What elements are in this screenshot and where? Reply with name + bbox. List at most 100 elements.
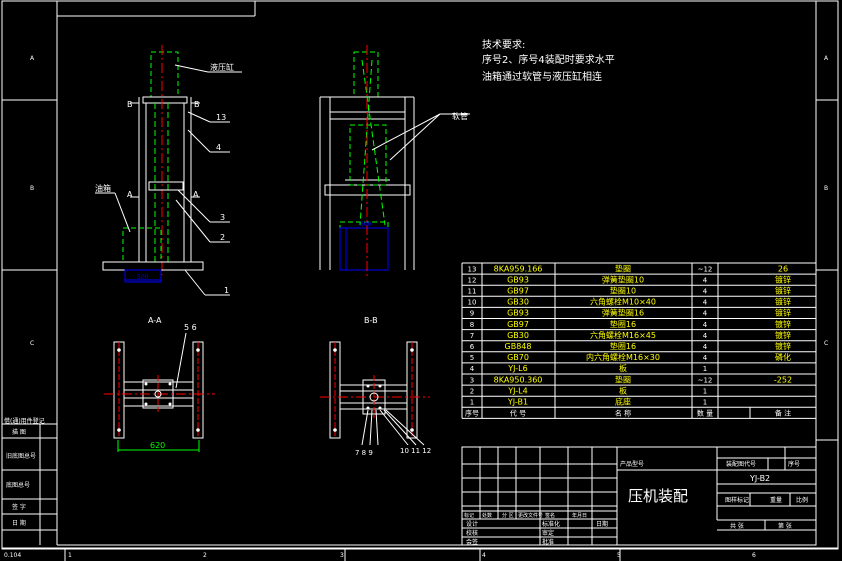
bom-header-qty: 数 量 (697, 409, 713, 418)
bom-cell-qty: 1 (703, 399, 707, 407)
corner-code: 0.104 (4, 552, 21, 559)
bom-header-name: 名 称 (615, 409, 631, 418)
bom-cell-qty: 1 (703, 387, 707, 395)
bom-cell-note: 镀锌 (775, 341, 791, 351)
bom-cell-note: 镀锌 (775, 286, 791, 296)
rev-label-mark: 标记 (464, 512, 474, 519)
sheet-label: 第 张 (778, 522, 792, 530)
bom-cell-no: 10 (468, 299, 477, 307)
bom-cell-note: 镀锌 (775, 319, 791, 329)
dim-500-side: 500 (360, 221, 372, 228)
bom-cell-note: 镀锌 (775, 330, 791, 340)
bom-header-code: 代 号 (510, 409, 526, 418)
bom-cell-qty: ~12 (698, 376, 713, 384)
left-zone-b: B (30, 185, 34, 192)
sign-standard: 标准化 (542, 520, 560, 528)
title-block (461, 446, 817, 546)
callout-13: 13 (216, 113, 226, 122)
rev-label-date: 年月日 (572, 512, 587, 519)
bom-cell-qty: 4 (703, 354, 708, 362)
bom-cell-no: 6 (470, 343, 475, 351)
rev-label-zone: 分 区 (502, 512, 514, 519)
bom-cell-name: 垫圈 (615, 263, 631, 273)
left-zone-c: C (30, 340, 34, 347)
bom-cell-note: 镀锌 (775, 274, 791, 284)
right-zone-b: B (824, 185, 828, 192)
tech-req-line-2: 油箱通过软管与液压缸相连 (482, 70, 602, 83)
total-sheets-label: 共 张 (730, 522, 744, 530)
bom-header-no: 序号 (465, 409, 479, 418)
callout-cylinder: 液压缸 (210, 62, 234, 72)
left-zone-a: A (30, 55, 35, 62)
scale-label: 比例 (796, 496, 808, 504)
strip-label-register: 借(通)用件登记 (4, 417, 45, 425)
bom-cell-name: 内六角螺栓M16×30 (586, 352, 660, 362)
sign-date: 日期 (596, 520, 608, 528)
tech-req-heading: 技术要求: (482, 38, 525, 51)
sign-approve: 批准 (542, 538, 554, 546)
section-b-right: B (194, 100, 200, 109)
front-view: 液压缸 13 4 3 2 1 油箱 B B A A 500 (95, 45, 242, 296)
bottom-zone-4: 4 (482, 552, 486, 559)
bom-cell-note: 26 (778, 264, 788, 273)
strip-label-old-no: 旧底图总号 (6, 452, 36, 460)
bom-cell-name: 弹簧垫圈10 (602, 274, 644, 284)
bom-cell-code: YJ-B1 (507, 398, 528, 407)
bom-cell-code: GB93 (507, 309, 529, 318)
side-view: 软管 500 (319, 45, 470, 278)
bom-cell-no: 3 (470, 376, 474, 384)
section-b-b: B-B 7 8 9 10 11 12 (320, 316, 431, 457)
bom-cell-no: 9 (470, 310, 474, 318)
sign-countersign: 会签 (466, 538, 478, 546)
section-bb-title: B-B (364, 316, 378, 325)
section-a-a: A-A 5 6 620 (104, 316, 215, 452)
right-zones: A B C (824, 55, 829, 347)
bom-cell-name: 底座 (615, 397, 631, 407)
left-strip: 借(通)用件登记 描 图 旧底图总号 底图总号 签 字 日 期 A B C 0.… (4, 55, 45, 559)
technical-requirements: 技术要求: 序号2、序号4装配时要求水平 油箱通过软管与液压缸相连 (482, 38, 615, 83)
tech-req-line-1: 序号2、序号4装配时要求水平 (482, 53, 615, 66)
bom-cell-no: 2 (470, 387, 474, 395)
bom-cell-qty: 4 (703, 299, 708, 307)
seq-label: 序号 (788, 460, 800, 468)
bom-cell-code: 8KA959.166 (494, 264, 543, 273)
drawing-title: 压机装配 (628, 487, 688, 505)
callout-4: 4 (216, 143, 221, 152)
bottom-zone-5: 5 (617, 552, 621, 559)
bottom-zone-1: 1 (68, 552, 72, 559)
bom-cell-code: GB70 (507, 353, 529, 362)
strip-label-base-no: 底图总号 (6, 481, 30, 489)
sign-review: 审定 (542, 529, 554, 537)
bom-cell-no: 11 (468, 288, 477, 296)
dim-620: 620 (150, 441, 165, 450)
bom-cell-no: 12 (468, 276, 477, 284)
bom-cell-note: 镀锌 (775, 308, 791, 318)
callout-hose: 软管 (452, 111, 468, 121)
bom-cell-qty: 4 (703, 321, 708, 329)
rev-label-sign: 签名 (545, 512, 555, 519)
section-a-left: A (127, 190, 133, 199)
bom-cell-qty: 4 (703, 343, 708, 351)
bom-cell-name: 垫圈16 (610, 341, 636, 351)
bom-cell-name: 弹簧垫圈16 (602, 308, 644, 318)
bom-cell-no: 7 (470, 332, 474, 340)
bom-cell-name: 垫圈 (615, 374, 631, 384)
bom-cell-code: GB97 (507, 320, 529, 329)
sign-design: 设计 (466, 520, 478, 528)
bom-cell-qty: ~12 (698, 265, 713, 273)
section-bb-parts-left: 7 8 9 (355, 449, 373, 457)
bom-cell-code: GB848 (505, 342, 532, 351)
section-a-right: A (193, 190, 199, 199)
callout-3: 3 (220, 213, 225, 222)
bom-cell-name: 六角螺栓M10×40 (590, 297, 656, 307)
section-aa-title: A-A (148, 316, 162, 325)
bom-cell-qty: 4 (703, 276, 708, 284)
rev-label-doc: 更改文件号 (518, 512, 543, 519)
bom-cell-note: 磷化 (775, 352, 791, 362)
callout-tank: 油箱 (95, 183, 111, 193)
bom-cell-code: YJ-L4 (507, 386, 527, 395)
callout-2: 2 (220, 233, 225, 242)
bom-cell-name: 垫圈10 (610, 286, 636, 296)
